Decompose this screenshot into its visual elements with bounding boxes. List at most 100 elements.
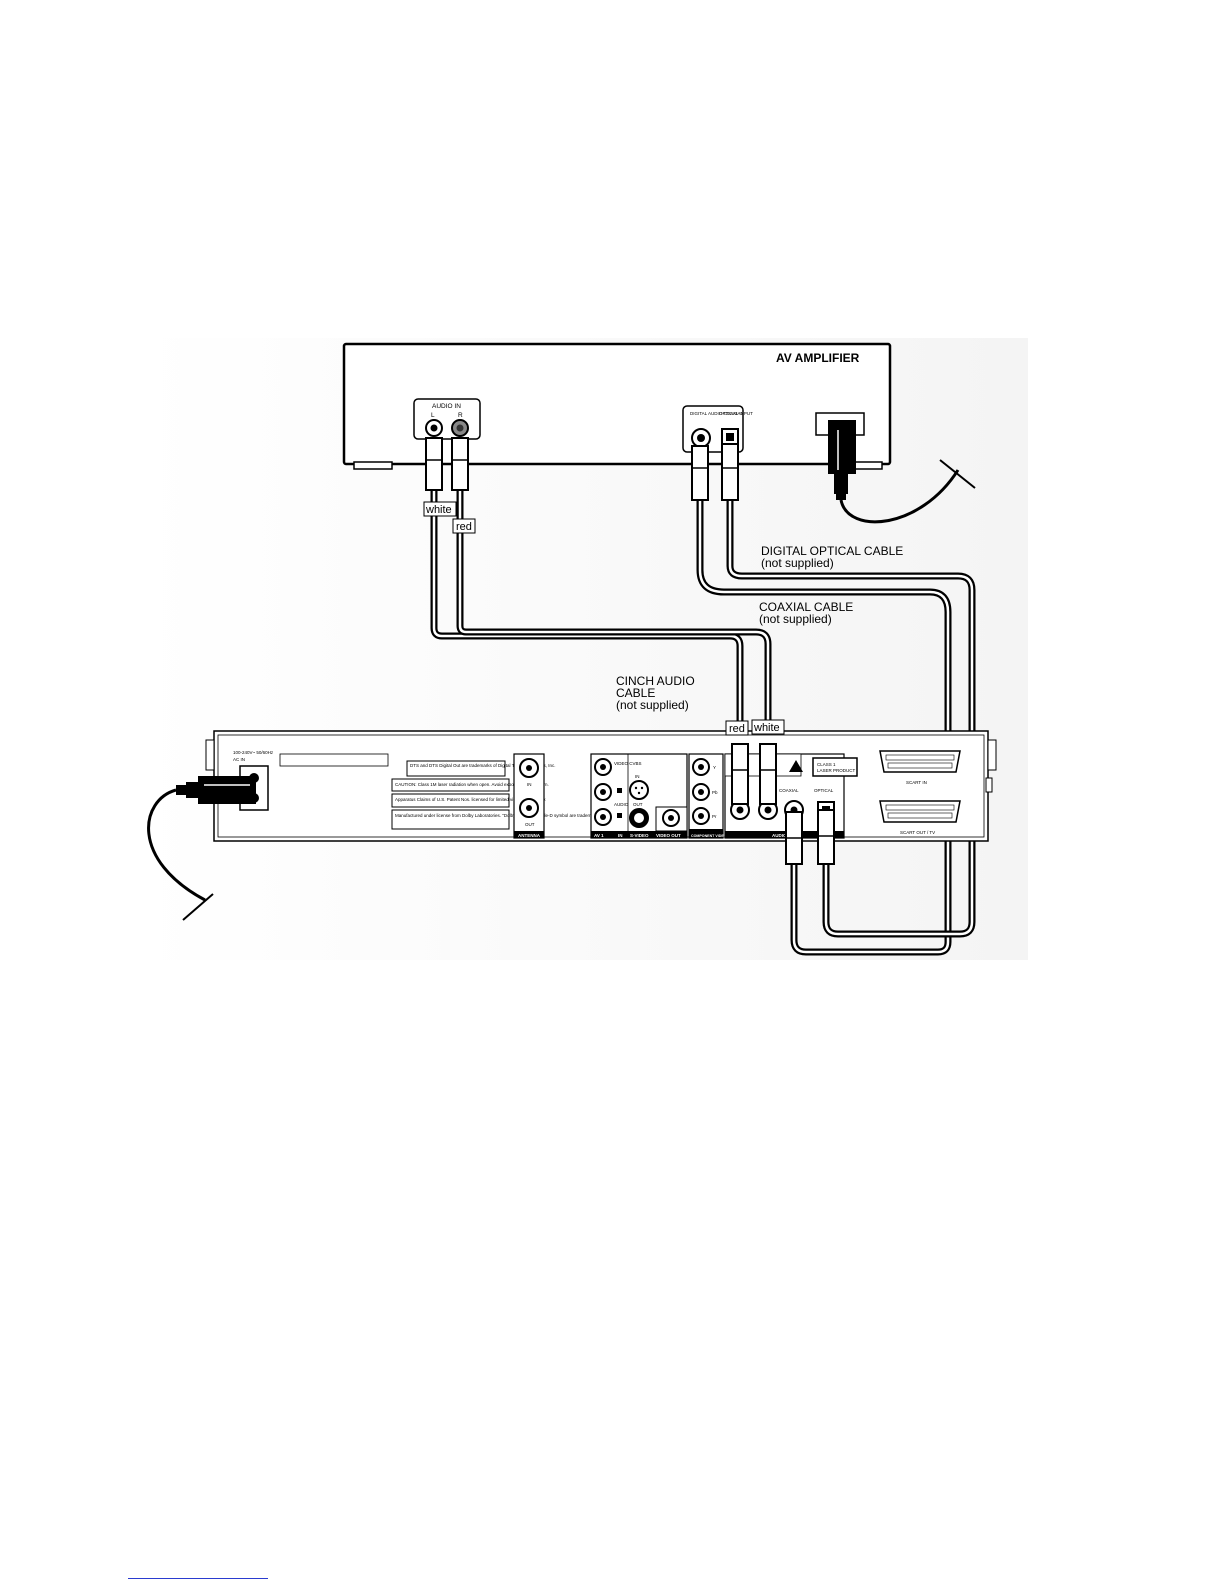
coaxial-label: COAXIAL <box>779 788 799 793</box>
notice-2: CAUTION: Class 1M laser radiation when o… <box>395 782 549 787</box>
antenna-out-label: OUT <box>525 822 535 827</box>
tag-player-right: white <box>753 722 780 734</box>
svideo-in-label: IN <box>635 774 640 779</box>
amplifier-ac-inlet <box>815 412 865 500</box>
video-out-label: VIDEO OUT <box>656 833 681 838</box>
av1-audio-r-jack-core <box>600 814 606 820</box>
amplifier-foot-left <box>353 461 393 470</box>
player-plug-body <box>198 776 256 804</box>
antenna-out-jack-core <box>526 805 532 811</box>
tag-player-left: red <box>729 723 745 735</box>
player-audio-r-jack-core <box>764 806 772 814</box>
player-audio-l-jack-core <box>736 806 744 814</box>
amp-coaxial-jack-core <box>697 434 705 442</box>
player-plug-tail <box>176 785 188 795</box>
svideo-out-jack-core <box>634 813 644 823</box>
amp-power-plug-neck <box>834 474 848 494</box>
footer-rule <box>128 1578 268 1579</box>
antenna-label-bar <box>514 831 544 838</box>
av1-in-label: IN <box>618 833 623 838</box>
audio-label: AUDIO <box>772 833 787 838</box>
av1-video-jack-core <box>600 764 606 770</box>
antenna-in-jack-core <box>526 765 532 771</box>
audio-in-l-label: L <box>431 412 435 419</box>
amplifier-audio-in: AUDIO IN L R <box>413 398 481 440</box>
svideo-in-jack <box>629 780 649 800</box>
player-optical-plug <box>817 809 835 865</box>
optical-label: OPTICAL <box>814 788 834 793</box>
scart-in-socket <box>879 750 961 773</box>
component-pr-label: Pr <box>712 814 717 819</box>
component-pb-label: Pb <box>712 790 718 795</box>
notice-box-3 <box>391 793 510 808</box>
notice-box-2 <box>391 778 510 792</box>
scart-out-socket <box>879 800 961 823</box>
audio-label-bar <box>725 831 844 838</box>
audio-in-label: AUDIO IN <box>432 403 461 410</box>
player-rear-panel: 100-240V~ 50/60Hz AC IN DTS and DTS Digi… <box>205 730 997 842</box>
digital-coaxial-label: DIGITAL AUDIO COAXIAL <box>690 411 744 416</box>
laser-class-label <box>812 757 858 777</box>
av1-label: AV 1 <box>594 833 604 838</box>
serial-label-area <box>279 753 389 767</box>
ac-in-label: AC IN <box>233 757 245 762</box>
amplifier-plugs <box>425 437 739 501</box>
digital-optical-cable-title: DIGITAL OPTICAL CABLE <box>761 544 903 558</box>
cables <box>430 488 976 956</box>
warning-triangle-icon <box>789 760 803 772</box>
player-power-cord-end <box>182 893 214 921</box>
audio-in-r-jack-core <box>456 424 464 432</box>
amplifier-title: AV AMPLIFIER <box>776 351 860 365</box>
player-plug-neck <box>186 782 200 798</box>
player-white-plug <box>759 743 777 805</box>
av1-audio-l-jack-core <box>600 789 606 795</box>
component-pr-jack-core <box>698 813 704 819</box>
svideo-in-pin-3 <box>637 791 641 795</box>
av-amplifier: AV AMPLIFIER AUDIO IN L R DIGITAL AUDIO … <box>342 342 892 500</box>
scart-out-pins-bottom <box>887 812 953 819</box>
player-power-cord <box>147 788 206 902</box>
player-side-bracket-left <box>205 739 215 771</box>
cinch-cable-note: (not supplied) <box>616 698 689 712</box>
tag-amp-right: red <box>456 521 472 533</box>
tag-amp-left: white <box>425 504 452 516</box>
player-power-plug <box>176 776 256 804</box>
video-out-jack-core <box>668 815 674 821</box>
player-side-tab <box>985 777 993 793</box>
component-pb-jack-core <box>698 789 704 795</box>
antenna-label: ANTENNA <box>518 833 541 838</box>
component-y-jack-core <box>698 764 704 770</box>
cinch-cable-red-core <box>458 488 770 748</box>
amp-plug-tail <box>836 494 846 500</box>
coaxial-cable-title: COAXIAL CABLE <box>759 600 853 614</box>
component-label-bar <box>689 829 723 838</box>
power-rating: 100-240V~ 50/60Hz <box>233 750 274 755</box>
player-plugs <box>731 743 835 865</box>
audio-in-l-jack-core <box>430 424 438 432</box>
av1-r-marker <box>617 813 622 818</box>
scart-in-pins-bottom <box>887 762 953 769</box>
svideo-out-label: OUT <box>633 802 643 807</box>
tag-amp-right-box <box>452 518 476 534</box>
svideo-in-pin-2 <box>640 786 644 790</box>
digital-optical-cable-note: (not supplied) <box>761 556 834 570</box>
scart-out-label: SCART OUT / TV <box>900 830 935 835</box>
notice-box-1 <box>406 760 506 777</box>
player-side-bracket-right <box>987 739 997 771</box>
antenna-in-label: IN <box>527 782 532 787</box>
amp-coaxial-plug <box>691 445 709 501</box>
optical-input-label: OPTICAL INPUT <box>719 411 753 416</box>
amp-power-plug <box>828 420 856 474</box>
svideo-in-pin-1 <box>634 786 638 790</box>
notice-3: Apparatus Claims of U.S. Patent Nos. lic… <box>395 797 546 802</box>
component-y-label: Y <box>713 765 716 770</box>
amp-red-plug <box>451 437 469 491</box>
laser-class-1: CLASS 1 <box>817 762 836 767</box>
tag-player-left-box <box>725 720 749 736</box>
scart-out-pins-top <box>885 804 955 811</box>
notice-box-4 <box>391 809 510 830</box>
amp-optical-jack-core <box>726 433 734 441</box>
av1-l-marker <box>617 788 622 793</box>
amplifier-foot-right <box>851 461 883 470</box>
